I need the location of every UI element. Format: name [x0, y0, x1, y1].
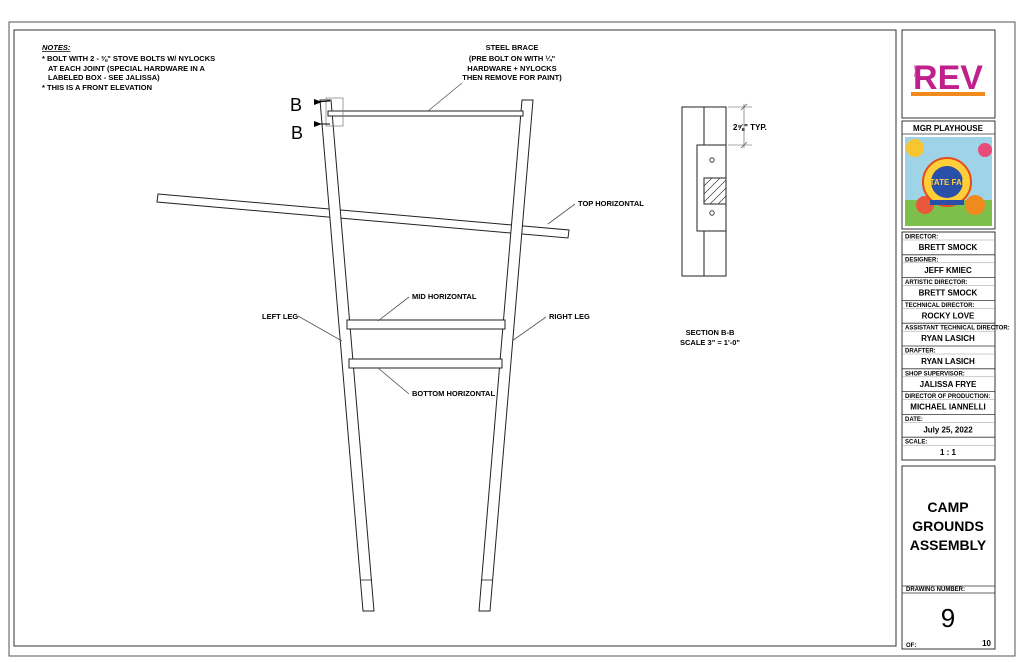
show-art-balloon	[978, 143, 992, 157]
credit-role-label: SHOP SUPERVISOR:	[905, 371, 965, 377]
bolt-hole-icon	[709, 210, 715, 216]
credit-role-label: DRAFTER:	[905, 349, 936, 355]
leader-line	[377, 296, 410, 322]
drawing-title-box	[901, 465, 996, 650]
right-leg-board	[478, 99, 534, 612]
left-leg-board	[319, 99, 375, 612]
bottom-horizontal-board	[348, 358, 503, 369]
credit-role-label: DIRECTOR OF PRODUCTION:	[905, 394, 990, 400]
credit-person-name: BRETT SMOCK	[919, 243, 978, 252]
section-marker-top: B	[290, 95, 302, 115]
hatch-line	[703, 177, 713, 187]
leader-line	[511, 316, 547, 342]
notes-heading: NOTES:	[42, 43, 71, 52]
credit-role-label: TECHNICAL DIRECTOR:	[905, 303, 974, 309]
show-art: STATE FAIR	[905, 137, 992, 226]
bolt-hole-icon	[709, 157, 715, 163]
front-elevation: B B	[156, 95, 570, 612]
credits-list: DIRECTOR: BRETT SMOCK DESIGNER: JEFF KMIEC A…	[902, 235, 1010, 457]
section-detail: 2⅝" TYP. SECTION B-B SCALE 3" = 1'-0"	[680, 103, 767, 347]
left-leg-label: LEFT LEG	[262, 312, 298, 321]
credit-person-name: 1 : 1	[940, 448, 957, 457]
outer-border	[8, 21, 1016, 657]
venue-name: MGR PLAYHOUSE	[913, 124, 984, 133]
dimension-tick	[740, 103, 748, 111]
leader-line	[427, 82, 463, 112]
hatch-line	[703, 177, 721, 195]
steel-brace	[327, 110, 524, 117]
of-total: 10	[982, 639, 991, 648]
show-art-balloon	[906, 139, 924, 157]
section-arrow-icon	[314, 121, 322, 127]
credit-role-label: SCALE:	[905, 440, 927, 446]
credit-role-label: DATE:	[905, 417, 923, 423]
leader-line	[297, 315, 343, 342]
dimension-tick	[740, 141, 748, 149]
section-arrow-icon	[314, 99, 322, 105]
credit-role-label: DIRECTOR:	[905, 235, 938, 241]
credit-role-label: ARTISTIC DIRECTOR:	[905, 280, 968, 286]
logo-underline	[911, 92, 985, 96]
steel-brace-note: HARDWARE + NYLOCKS	[467, 64, 556, 73]
drawing-border	[13, 29, 897, 647]
rev-logo: THE REV	[911, 59, 985, 97]
logo-rev: REV	[913, 59, 983, 97]
steel-brace-note: (PRE BOLT ON WITH ¼"	[469, 54, 556, 63]
steel-brace-note: THEN REMOVE FOR PAINT)	[462, 73, 562, 82]
show-art-ribbon	[930, 200, 964, 205]
show-art-flower	[916, 196, 934, 214]
drawing-number: 9	[941, 603, 955, 633]
detail-box	[325, 97, 344, 127]
credit-person-name: RYAN LASICH	[921, 357, 975, 366]
credit-role-label: DESIGNER:	[905, 257, 938, 263]
drawing-number-label: DRAWING NUMBER:	[906, 587, 965, 593]
steel-brace-callout: STEEL BRACE (PRE BOLT ON WITH ¼" HARDWAR…	[427, 43, 562, 112]
section-dimension: 2⅝" TYP.	[733, 123, 767, 132]
credit-person-name: JEFF KMIEC	[924, 266, 972, 275]
of-label: OF:	[906, 643, 916, 649]
credit-person-name: July 25, 2022	[923, 425, 973, 434]
hatch-line	[703, 179, 727, 203]
right-leg-label: RIGHT LEG	[549, 312, 590, 321]
logo-small-text: THE	[915, 65, 921, 77]
mid-horizontal-board	[346, 319, 506, 330]
show-art-title: STATE FAIR	[924, 178, 970, 187]
notes-block: NOTES: * BOLT WITH 2 - ⅜" STOVE BOLTS W/…	[42, 43, 215, 92]
top-horizontal-board	[156, 193, 570, 239]
logo-box	[901, 29, 996, 119]
show-art-badge-center	[931, 166, 963, 198]
drawing-title-line: GROUNDS	[912, 518, 984, 534]
top-horizontal-label: TOP HORIZONTAL	[578, 199, 644, 208]
credit-person-name: BRETT SMOCK	[919, 289, 978, 298]
credit-person-name: JALISSA FRYE	[920, 380, 977, 389]
section-scale: SCALE 3" = 1'-0"	[680, 338, 740, 347]
show-art-flower	[965, 195, 985, 215]
section-marker-bottom: B	[291, 123, 303, 143]
drawing-title-line: CAMP	[927, 499, 968, 515]
note-line: * THIS IS A FRONT ELEVATION	[42, 83, 152, 92]
credit-role-label: ASSISTANT TECHNICAL DIRECTOR:	[905, 326, 1010, 332]
bottom-horizontal-label: BOTTOM HORIZONTAL	[412, 389, 495, 398]
note-line: LABELED BOX - SEE JALISSA)	[48, 73, 160, 82]
credit-person-name: MICHAEL IANNELLI	[910, 403, 985, 412]
credit-person-name: RYAN LASICH	[921, 334, 975, 343]
hatch-line	[717, 195, 727, 205]
mid-horizontal-label: MID HORIZONTAL	[412, 292, 477, 301]
leader-line	[547, 203, 576, 225]
note-line: * BOLT WITH 2 - ⅜" STOVE BOLTS W/ NYLOCK…	[42, 54, 215, 63]
section-title: SECTION B-B	[686, 328, 735, 337]
leader-line	[377, 367, 410, 395]
note-line: AT EACH JOINT (SPECIAL HARDWARE IN A	[48, 64, 206, 73]
drawing-title-line: ASSEMBLY	[910, 537, 987, 553]
credit-person-name: ROCKY LOVE	[922, 311, 975, 320]
title-block: THE REV MGR PLAYHOUSE STATE FAIR DIRECTO…	[901, 29, 1010, 650]
part-callouts: TOP HORIZONTAL MID HORIZONTAL BOTTOM HOR…	[262, 199, 644, 398]
hatch-line	[709, 187, 727, 205]
steel-brace-label: STEEL BRACE	[486, 43, 539, 52]
